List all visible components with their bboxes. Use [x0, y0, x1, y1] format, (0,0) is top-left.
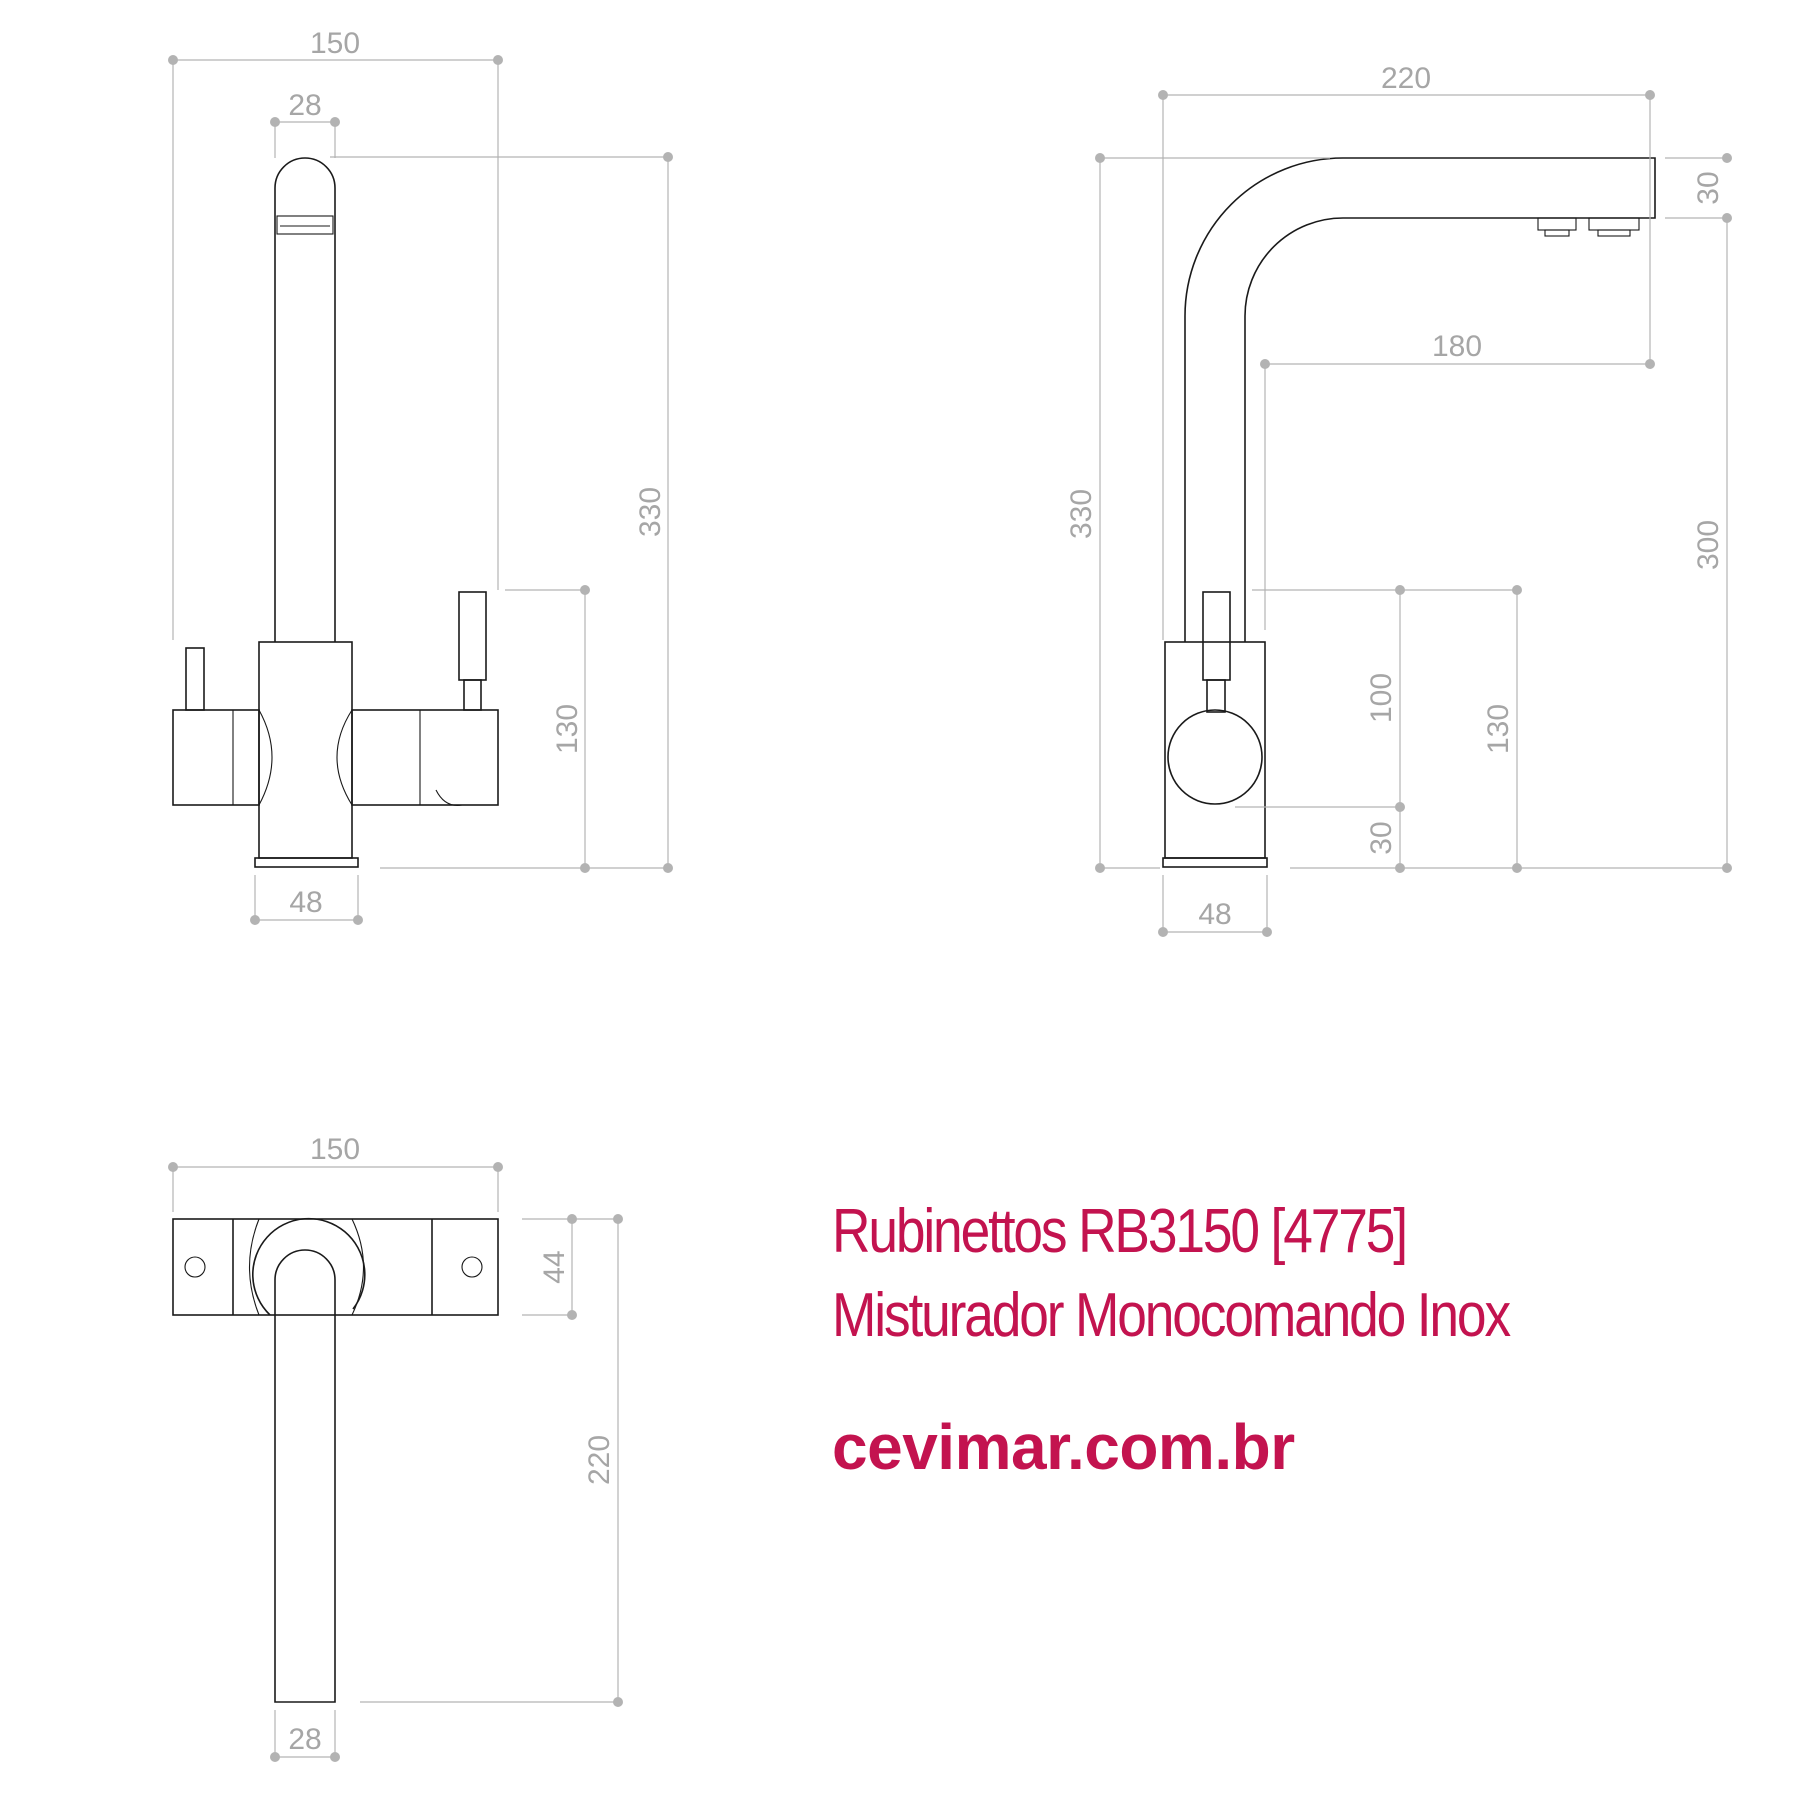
- top-dim-44: 44: [538, 1250, 571, 1283]
- product-title-block: Rubinettos RB3150 [4775] Misturador Mono…: [832, 1190, 1619, 1484]
- side-dim-100: 100: [1365, 673, 1398, 723]
- side-dimension-lines: [1095, 90, 1732, 937]
- website-link[interactable]: cevimar.com.br: [832, 1411, 1295, 1483]
- front-dim-28: 28: [288, 89, 321, 122]
- front-dim-130: 130: [551, 704, 584, 754]
- side-dim-30-top: 30: [1692, 171, 1725, 204]
- top-faucet-outline: [172, 1217, 499, 1703]
- top-dim-220: 220: [583, 1435, 616, 1485]
- side-view: 220 30 180 330 300 100 30 130 48: [1065, 62, 1732, 937]
- front-dim-330: 330: [634, 487, 667, 537]
- side-dim-220: 220: [1381, 62, 1431, 95]
- top-dim-150: 150: [310, 1133, 360, 1166]
- side-dim-300: 300: [1692, 520, 1725, 570]
- front-dim-150: 150: [310, 27, 360, 60]
- side-dim-180: 180: [1432, 330, 1482, 363]
- side-faucet-outline: [1162, 157, 1656, 868]
- side-dim-130: 130: [1482, 704, 1515, 754]
- side-dim-48: 48: [1198, 898, 1231, 931]
- product-subtitle: Misturador Monocomando Inox: [832, 1281, 1511, 1350]
- front-dimension-lines: [168, 55, 673, 925]
- product-title: Rubinettos RB3150 [4775]: [832, 1197, 1408, 1266]
- front-faucet-outline: [172, 157, 499, 868]
- top-dim-28: 28: [288, 1723, 321, 1756]
- top-dimension-lines: [168, 1162, 623, 1762]
- top-view: 150 44 220 28: [168, 1133, 623, 1762]
- side-dim-30-bottom: 30: [1365, 821, 1398, 854]
- front-dim-48: 48: [289, 886, 322, 919]
- side-dim-330: 330: [1065, 489, 1098, 539]
- front-view: 150 28 330 130 48: [168, 27, 673, 925]
